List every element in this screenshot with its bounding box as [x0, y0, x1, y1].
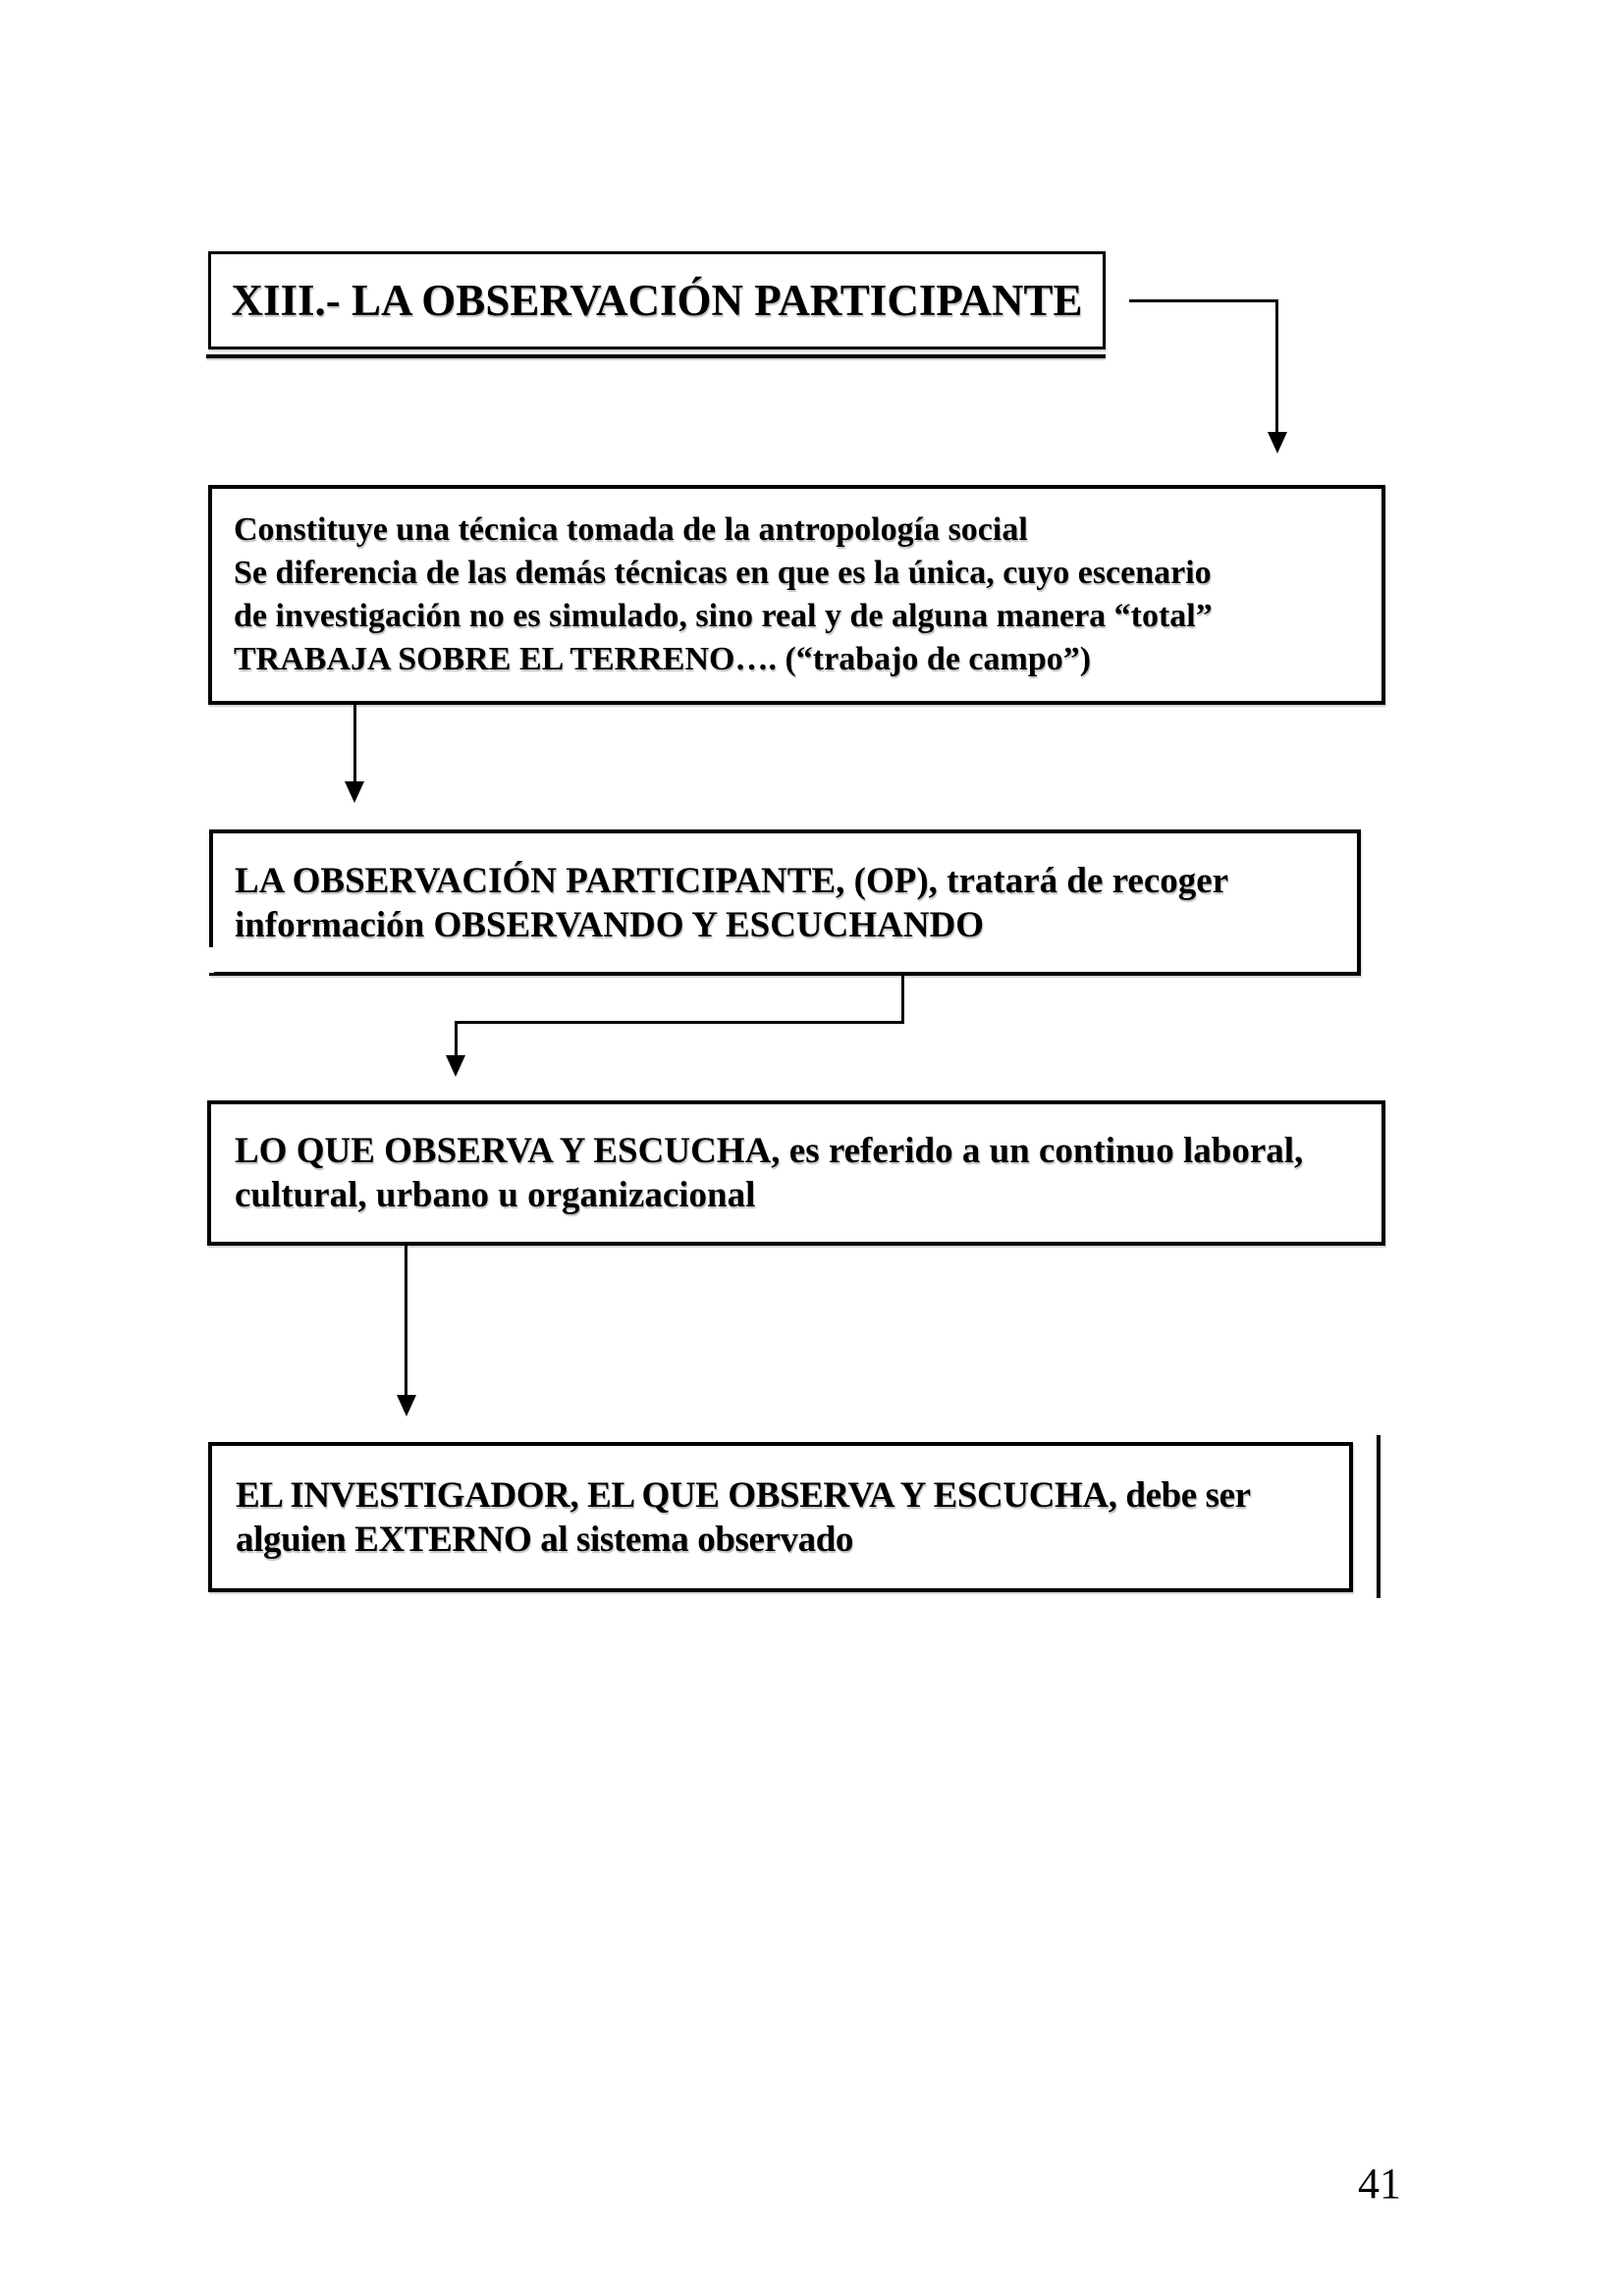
connector-op-to-context-segment-down2: [455, 1023, 458, 1055]
flow-box-intro-line: Constituye una técnica tomada de la antr…: [234, 511, 1028, 548]
flow-box-intro: Constituye una técnica tomada de la antr…: [208, 485, 1385, 705]
title-box: XIII.- LA OBSERVACIÓN PARTICIPANTE: [208, 251, 1106, 349]
flow-box-observed-context: LO QUE OBSERVA Y ESCUCHA, es referido a …: [207, 1100, 1385, 1246]
flow-box-intro-line: de investigación no es simulado, sino re…: [234, 598, 1213, 634]
arrowhead-op-to-context: [446, 1055, 465, 1077]
researcher-box-right-line-artifact: [1377, 1435, 1380, 1598]
flow-box-context-line: cultural, urbano u organizacional: [235, 1175, 756, 1215]
arrow-intro-to-op-vertical: [353, 705, 356, 781]
flow-box-researcher-line: EL INVESTIGADOR, EL QUE OBSERVA Y ESCUCH…: [236, 1474, 1251, 1516]
arrow-title-to-intro-horizontal: [1129, 299, 1278, 302]
arrow-title-to-intro-vertical: [1275, 299, 1278, 432]
flow-box-researcher: EL INVESTIGADOR, EL QUE OBSERVA Y ESCUCH…: [208, 1442, 1353, 1592]
arrow-context-to-researcher-vertical: [405, 1246, 407, 1395]
page-title: XIII.- LA OBSERVACIÓN PARTICIPANTE: [231, 276, 1083, 325]
arrowhead-title-to-intro: [1268, 432, 1287, 454]
arrowhead-context-to-researcher: [397, 1395, 416, 1416]
connector-op-to-context-segment-down: [901, 974, 904, 1023]
flow-box-intro-line: TRABAJA SOBRE EL TERRENO…. (“trabajo de …: [234, 641, 1092, 677]
flow-box-op-line: información OBSERVANDO Y ESCUCHANDO: [235, 904, 985, 945]
flow-box-op-line: LA OBSERVACIÓN PARTICIPANTE, (OP), trata…: [235, 860, 1229, 901]
page-number: 41: [1358, 2160, 1401, 2208]
connector-op-to-context-segment-left: [455, 1021, 904, 1024]
op-box-left-border-gap-artifact: [208, 947, 214, 973]
flow-box-context-line: LO QUE OBSERVA Y ESCUCHA, es referido a …: [235, 1131, 1304, 1171]
flow-box-intro-line: Se diferencia de las demás técnicas en q…: [234, 555, 1212, 591]
flow-box-op-definition: LA OBSERVACIÓN PARTICIPANTE, (OP), trata…: [209, 829, 1361, 976]
arrowhead-intro-to-op: [345, 781, 364, 803]
flow-box-researcher-line: alguien EXTERNO al sistema observado: [236, 1519, 854, 1560]
title-underline: [206, 354, 1106, 358]
